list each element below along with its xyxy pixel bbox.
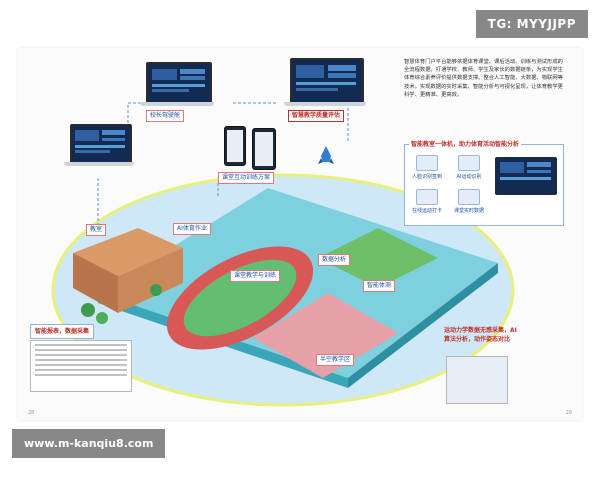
ai-icon (458, 155, 480, 171)
laptop-base (64, 162, 134, 166)
label-indoor-teaching: 半空教学区 (316, 354, 355, 366)
tree (150, 284, 162, 296)
phone-app (224, 126, 246, 166)
phone-app (252, 128, 276, 170)
campus-slab-side (348, 263, 498, 388)
face-icon (416, 155, 438, 171)
feature-panel: 智能教室一体机，助力体育活动智能分析 人脸识别签到 AI运动识别 在线运动打卡 … (404, 139, 564, 226)
label-classroom-teaching: 课堂教学与训练 (230, 270, 281, 282)
basketball-court (318, 228, 438, 288)
feature-ai-recognition: AI运动识别 (449, 155, 489, 180)
feature-face-signin: 人脸识别签到 (407, 155, 447, 180)
panel-screen (495, 157, 557, 195)
laptop-screen-data (70, 124, 132, 164)
feature-realtime: 课堂实时数据 (449, 189, 489, 214)
feature-panel-title: 智能教室一体机，助力体育活动智能分析 (409, 139, 522, 148)
laptop-base (284, 102, 366, 106)
checkin-icon (416, 189, 438, 205)
motion-photo (446, 356, 508, 404)
label-teaching-eval: 智慧教学质量评估 (288, 110, 345, 122)
tree (96, 312, 108, 324)
realtime-icon (458, 189, 480, 205)
report-document (30, 340, 132, 392)
gym-floor (253, 293, 398, 378)
label-training-eval: 课堂互动训练方案 (218, 172, 275, 184)
diagram-page: 教室 AI体育作业 课堂教学与训练 课堂互动训练方案 智慧教学质量评估 校长驾驶… (18, 48, 582, 420)
rocket-icon (318, 146, 334, 164)
school-building-side (118, 248, 183, 313)
laptop-screen-evaluation (290, 58, 364, 104)
label-smart-sports-eval: 智能体测 (363, 280, 396, 292)
callout-motion-capture: 运动力学数据无感采集，AI 算法分析，动作姿态对比 (444, 327, 517, 343)
watermark-top: TG: MYYJJPP (475, 10, 588, 38)
school-building-front (73, 253, 118, 313)
watermark-bottom: www.m-kanqiu8.com (12, 429, 166, 458)
label-ai-sports-work: AI体育作业 (173, 223, 211, 235)
school-building (73, 228, 183, 276)
page-number-right: 29 (565, 410, 572, 416)
tree (81, 303, 95, 317)
feature-checkin: 在线运动打卡 (407, 189, 447, 214)
label-data-screen: 校长驾驶舱 (146, 110, 185, 122)
intro-text: 智慧体育门户平台能够依据体育课堂、课后活动、训练与测试形成的全流程数据，打通学校… (404, 59, 563, 98)
campus-illustration (51, 102, 515, 407)
label-classroom: 教室 (86, 224, 107, 236)
laptop-screen-management (146, 62, 212, 104)
label-data-analysis: 数据分析 (318, 254, 351, 266)
callout-smart-report: 智能报表，数据采集 (30, 324, 95, 339)
laptop-base (140, 102, 214, 106)
page-number-left: 28 (28, 410, 35, 416)
